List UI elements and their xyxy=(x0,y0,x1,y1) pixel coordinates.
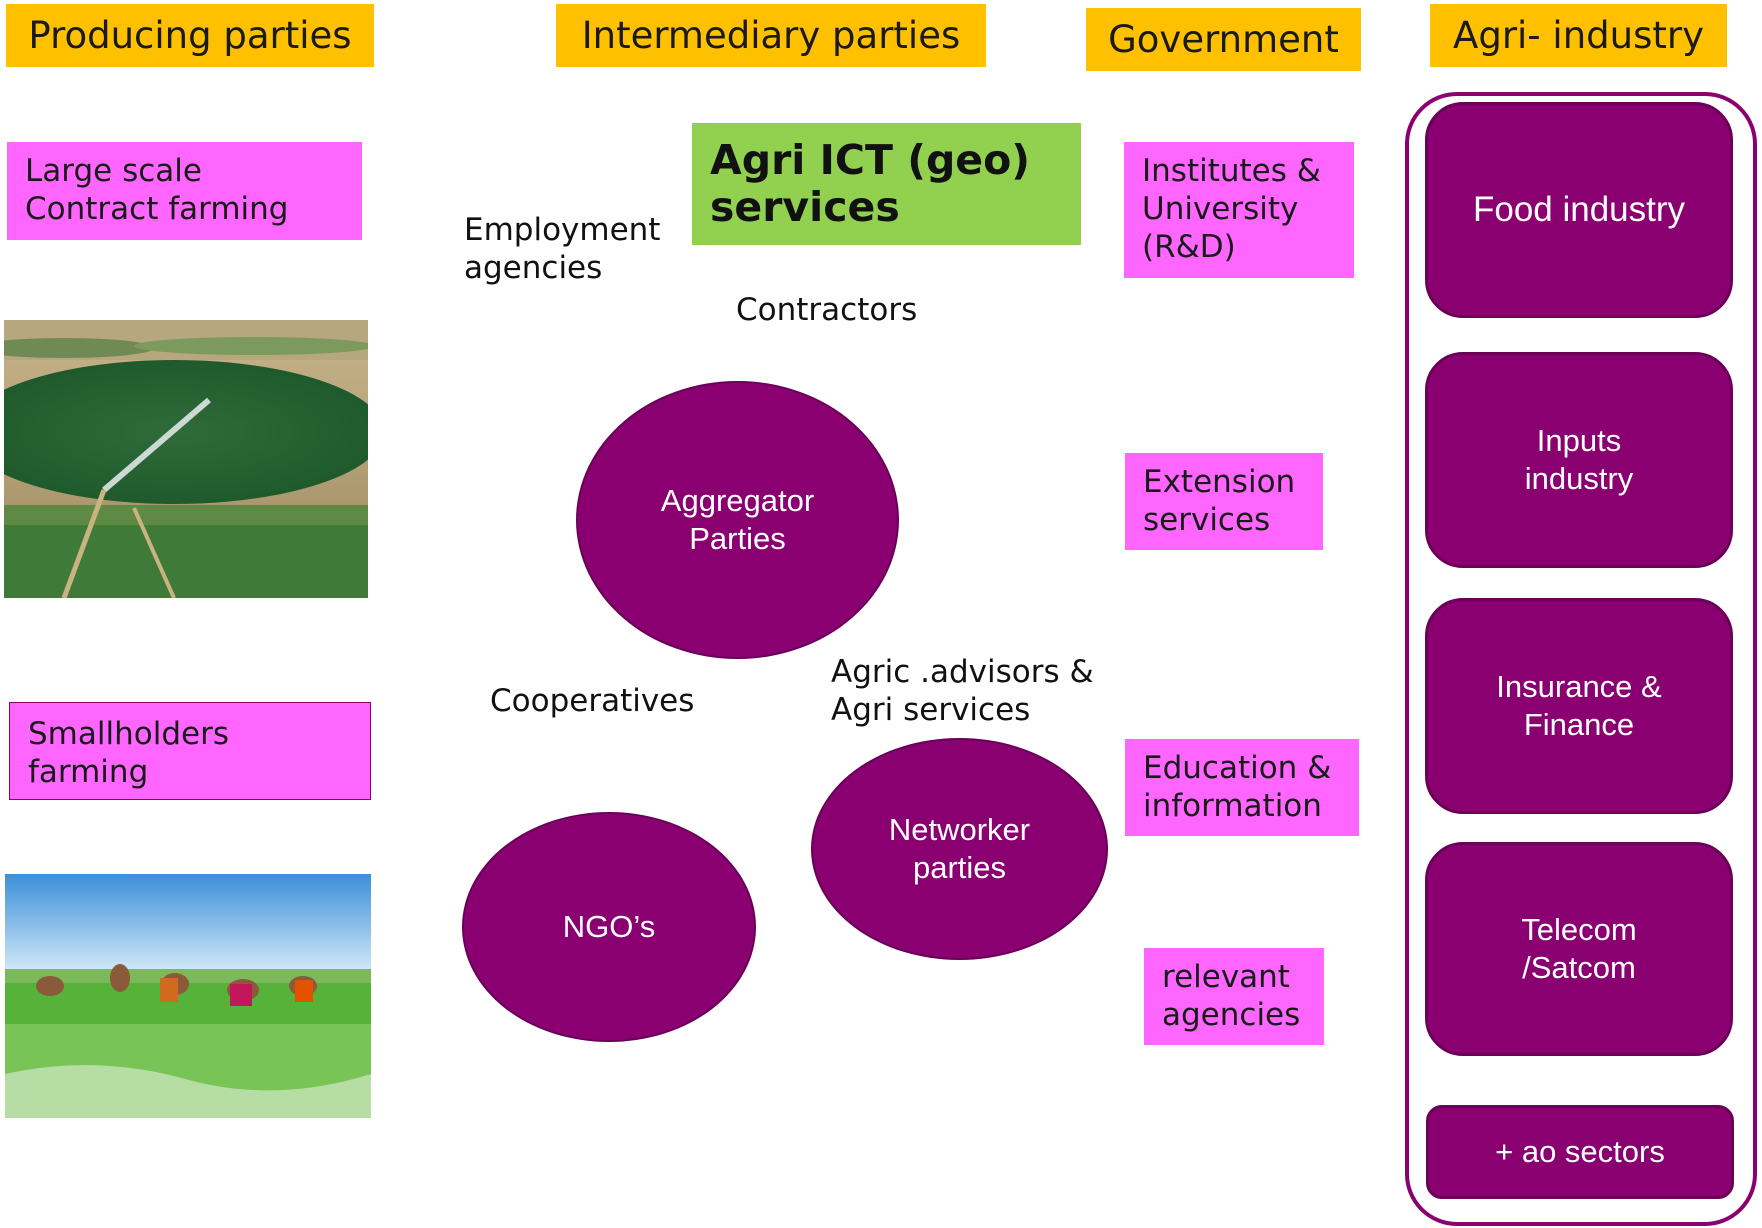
ngos-ellipse: NGO’s xyxy=(462,812,756,1042)
institutes-university-box: Institutes & University (R&D) xyxy=(1124,142,1354,278)
cooperatives-label: Cooperatives xyxy=(490,683,695,719)
inputs-industry-box: Inputs industry xyxy=(1425,352,1733,568)
aggregator-parties-ellipse: Aggregator Parties xyxy=(576,381,899,659)
employment-agencies-label: Employment agencies xyxy=(464,212,661,286)
ao-sectors-box: + ao sectors xyxy=(1426,1105,1734,1199)
telecom-satcom-box: Telecom /Satcom xyxy=(1425,842,1733,1056)
agri-ict-geo-services-label: Agri ICT (geo) services xyxy=(710,136,1031,231)
agric-advisors-label: Agric .advisors & Agri services xyxy=(831,654,1094,728)
smallholders-farming-box: Smallholders farming xyxy=(9,702,371,800)
insurance-finance-box: Insurance & Finance xyxy=(1425,598,1733,814)
relevant-agencies-box: relevant agencies xyxy=(1144,948,1324,1045)
header-government: Government xyxy=(1086,8,1361,71)
large-scale-contract-farming-box: Large scale Contract farming xyxy=(7,142,362,240)
contractors-label: Contractors xyxy=(736,292,918,328)
extension-services-box: Extension services xyxy=(1125,453,1323,550)
agri-ict-geo-services-box: Agri ICT (geo) services xyxy=(692,123,1081,245)
smallholders-farm-photo xyxy=(5,874,371,1118)
education-information-box: Education & information xyxy=(1125,739,1359,836)
header-intermediary-parties: Intermediary parties xyxy=(556,4,986,67)
header-agri-industry: Agri- industry xyxy=(1430,4,1727,67)
large-scale-farm-photo xyxy=(4,320,368,598)
food-industry-box: Food industry xyxy=(1425,102,1733,318)
networker-parties-ellipse: Networker parties xyxy=(811,738,1108,960)
header-producing-parties: Producing parties xyxy=(6,4,374,67)
